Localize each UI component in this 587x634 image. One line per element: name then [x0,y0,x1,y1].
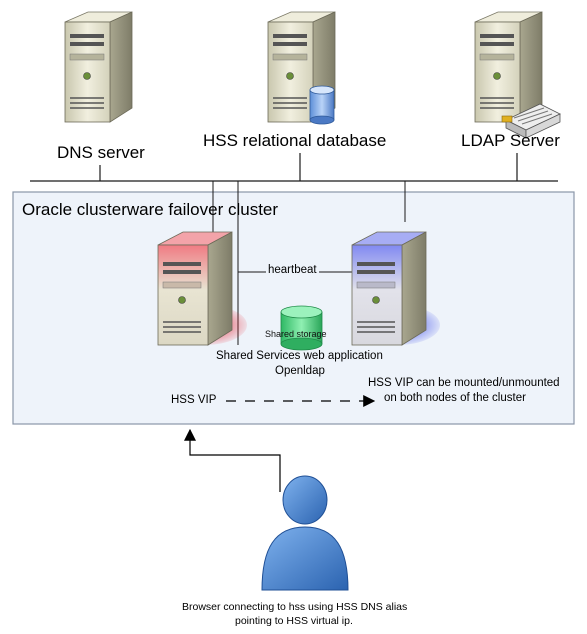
dns-server-label: DNS server [57,143,145,162]
directory-device-icon [501,103,561,139]
vip-note-line1: HSS VIP can be mounted/unmounted [368,377,560,389]
app-label-line2: Openldap [275,365,325,377]
vip-label: HSS VIP [171,394,217,406]
user-person-icon [261,475,349,591]
vip-note-line2: on both nodes of the cluster [384,392,526,404]
client-connection-arrow [184,428,281,492]
ldap-server-icon [474,11,543,123]
dns-server-icon [64,11,133,123]
shared-storage-icon [280,305,323,351]
primary-node-server-icon [157,231,247,346]
app-label-line1: Shared Services web application [216,350,383,362]
hss-database-label: HSS relational database [203,131,387,150]
client-caption-line1: Browser connecting to hss using HSS DNS … [182,601,408,613]
right-node-link [350,180,406,222]
cluster-title: Oracle clusterware failover cluster [22,200,279,219]
client-caption-line2: pointing to HSS virtual ip. [235,615,353,627]
ldap-server-label: LDAP Server [461,131,560,150]
secondary-node-server-icon [351,231,440,346]
heartbeat-label: heartbeat [266,264,319,276]
database-cylinder-icon [309,85,335,125]
shared-storage-label: Shared storage [265,329,327,339]
